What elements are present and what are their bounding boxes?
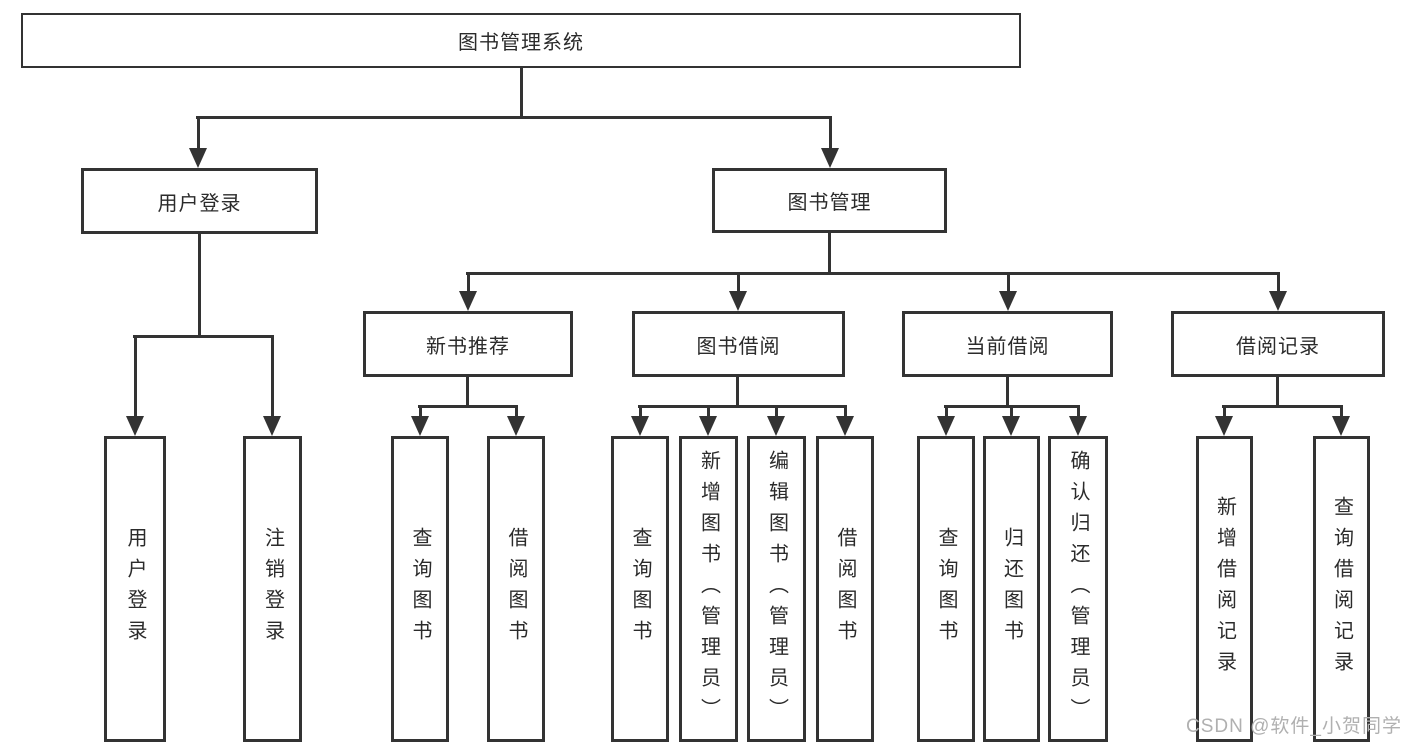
leaf-borrow-edit-admin-label: 编辑图书（管理员）	[765, 449, 788, 729]
leaf-borrow-borrow-label: 借阅图书	[834, 527, 856, 651]
leaf-newbooks-borrow: 借阅图书	[487, 436, 545, 742]
node-book-mgmt: 图书管理	[712, 168, 947, 233]
arrow-newbooks-leaf-1	[411, 407, 429, 436]
leaf-borrow-add-admin-label: 新增图书（管理员）	[697, 449, 720, 729]
arrow-records-leaf-1	[1215, 407, 1233, 436]
leaf-current-confirm-admin: 确认归还（管理员）	[1048, 436, 1108, 742]
leaf-borrow-add-admin: 新增图书（管理员）	[679, 436, 738, 742]
leaf-logout: 注销登录	[243, 436, 302, 742]
arrow-to-current-borrow	[999, 274, 1017, 311]
connector-root-bar	[196, 116, 832, 119]
leaf-current-return: 归还图书	[983, 436, 1040, 742]
arrow-current-leaf-3	[1069, 407, 1087, 436]
connector-user-stem	[198, 234, 201, 337]
leaf-borrow-borrow: 借阅图书	[816, 436, 874, 742]
leaf-borrow-query: 查询图书	[611, 436, 669, 742]
connector-root-stem	[520, 68, 523, 118]
leaf-newbooks-borrow-label: 借阅图书	[505, 527, 527, 651]
leaf-borrow-query-label: 查询图书	[629, 527, 651, 651]
leaf-current-return-label: 归还图书	[1000, 527, 1023, 651]
arrow-to-book-mgmt	[821, 117, 839, 168]
arrow-borrow-leaf-2	[699, 407, 717, 436]
node-library-system: 图书管理系统	[21, 13, 1021, 68]
connector-borrow-stem	[736, 377, 739, 407]
leaf-records-add-label: 新增借阅记录	[1213, 496, 1236, 682]
leaf-records-query-label: 查询借阅记录	[1330, 496, 1353, 682]
leaf-newbooks-query: 查询图书	[391, 436, 449, 742]
arrow-to-leaf-logout	[263, 337, 281, 436]
node-new-books: 新书推荐	[363, 311, 573, 377]
connector-newbooks-bar	[418, 405, 518, 408]
arrow-borrow-leaf-1	[631, 407, 649, 436]
connector-mgmt-stem	[828, 233, 831, 274]
leaf-current-confirm-admin-label: 确认归还（管理员）	[1067, 449, 1089, 729]
arrow-borrow-leaf-4	[836, 407, 854, 436]
leaf-borrow-edit-admin: 编辑图书（管理员）	[747, 436, 806, 742]
arrow-to-leaf-user-login	[126, 337, 144, 436]
leaf-current-query: 查询图书	[917, 436, 975, 742]
leaf-records-add: 新增借阅记录	[1196, 436, 1253, 742]
connector-current-stem	[1006, 377, 1009, 407]
connector-newbooks-stem	[466, 377, 469, 407]
arrow-current-leaf-2	[1002, 407, 1020, 436]
connector-user-bar	[133, 335, 274, 338]
node-current-borrow: 当前借阅	[902, 311, 1113, 377]
arrow-to-borrow-records	[1269, 274, 1287, 311]
leaf-records-query: 查询借阅记录	[1313, 436, 1370, 742]
node-book-borrow: 图书借阅	[632, 311, 845, 377]
leaf-newbooks-query-label: 查询图书	[409, 527, 431, 651]
arrow-borrow-leaf-3	[767, 407, 785, 436]
csdn-watermark: CSDN @软件_小贺同学	[1186, 716, 1402, 737]
arrow-newbooks-leaf-2	[507, 407, 525, 436]
arrow-records-leaf-2	[1332, 407, 1350, 436]
leaf-user-login: 用户登录	[104, 436, 166, 742]
connector-mgmt-bar	[466, 272, 1280, 275]
connector-borrow-bar	[638, 405, 847, 408]
arrow-to-book-borrow	[729, 274, 747, 311]
leaf-current-query-label: 查询图书	[935, 527, 957, 651]
connector-current-bar	[944, 405, 1080, 408]
arrow-current-leaf-1	[937, 407, 955, 436]
node-borrow-records: 借阅记录	[1171, 311, 1385, 377]
arrow-to-new-books	[459, 274, 477, 311]
connector-records-stem	[1276, 377, 1279, 407]
connector-records-bar	[1222, 405, 1343, 408]
leaf-logout-label: 注销登录	[261, 527, 284, 651]
node-user-login: 用户登录	[81, 168, 318, 234]
arrow-to-user-login	[189, 117, 207, 168]
leaf-user-login-label: 用户登录	[124, 527, 146, 651]
